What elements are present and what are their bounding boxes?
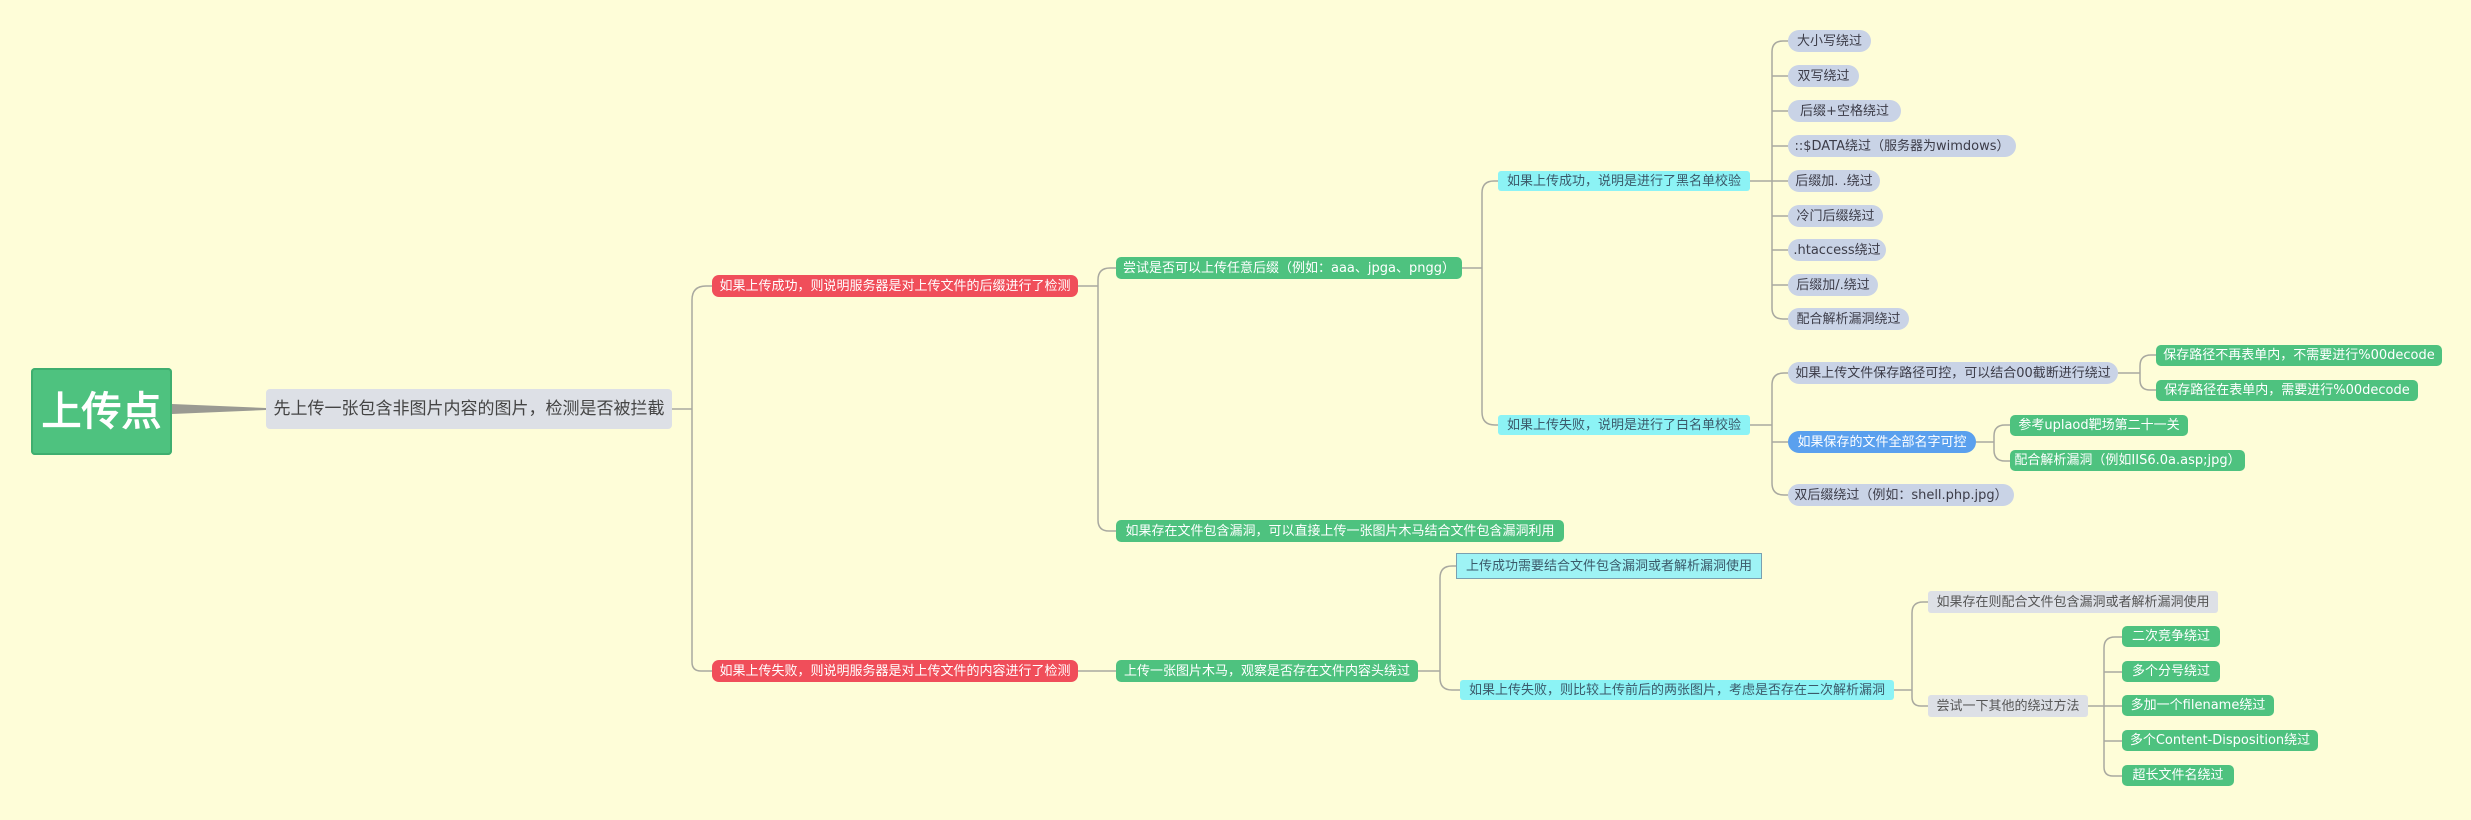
blacklist-method-pill[interactable]: 双写绕过 — [1788, 65, 1859, 87]
compare-images-node[interactable]: 如果上传失败，则比较上传前后的两张图片，考虑是否存在二次解析漏洞 — [1460, 680, 1894, 700]
other-method-node[interactable]: 多个Content-Disposition绕过 — [2122, 730, 2318, 751]
blacklist-check-node[interactable]: 如果上传成功，说明是进行了黑名单校验 — [1498, 171, 1750, 191]
path-not-in-form-node[interactable]: 保存路径不再表单内，不需要进行%00decode — [2156, 345, 2442, 366]
file-include-exploit-node[interactable]: 如果存在文件包含漏洞，可以直接上传一张图片木马结合文件包含漏洞利用 — [1116, 520, 1564, 542]
other-method-node[interactable]: 多加一个filename绕过 — [2122, 695, 2274, 716]
try-any-suffix-node[interactable]: 尝试是否可以上传任意后缀（例如：aaa、jpga、pngg） — [1116, 257, 1462, 279]
upload-trojan-node[interactable]: 上传一张图片木马，观察是否存在文件内容头绕过 — [1116, 660, 1418, 682]
double-suffix-pill[interactable]: 双后缀绕过（例如：shell.php.jpg） — [1788, 484, 2014, 506]
path-in-form-node[interactable]: 保存路径在表单内，需要进行%00decode — [2156, 380, 2418, 401]
root-node[interactable]: 上传点 — [31, 368, 172, 455]
if-include-node[interactable]: 如果存在则配合文件包含漏洞或者解析漏洞使用 — [1928, 591, 2218, 613]
blacklist-method-pill[interactable]: ::$DATA绕过（服务器为wimdows） — [1788, 135, 2016, 157]
blacklist-method-pill[interactable]: 大小写绕过 — [1788, 30, 1871, 52]
blacklist-method-pill[interactable]: .htaccess绕过 — [1788, 239, 1886, 261]
ref-upload-labs-node[interactable]: 参考uplaod靶场第二十一关 — [2010, 415, 2188, 436]
blacklist-method-pill[interactable]: 后缀加. .绕过 — [1788, 170, 1880, 192]
whitelist-check-node[interactable]: 如果上传失败，说明是进行了白名单校验 — [1498, 415, 1750, 435]
branch-success-node[interactable]: 如果上传成功，则说明服务器是对上传文件的后缀进行了检测 — [712, 275, 1078, 297]
need-combine-node[interactable]: 上传成功需要结合文件包含漏洞或者解析漏洞使用 — [1456, 553, 1762, 579]
other-method-node[interactable]: 超长文件名绕过 — [2122, 765, 2234, 786]
path-controllable-pill[interactable]: 如果上传文件保存路径可控，可以结合00截断进行绕过 — [1788, 362, 2118, 384]
blacklist-method-pill[interactable]: 冷门后缀绕过 — [1788, 205, 1883, 227]
other-method-node[interactable]: 多个分号绕过 — [2122, 661, 2220, 682]
step1-node[interactable]: 先上传一张包含非图片内容的图片，检测是否被拦截 — [266, 389, 672, 429]
try-other-node[interactable]: 尝试一下其他的绕过方法 — [1928, 695, 2088, 717]
blacklist-method-pill[interactable]: 后缀+空格绕过 — [1788, 100, 1901, 122]
iis-parse-node[interactable]: 配合解析漏洞（例如IIS6.0a.asp;jpg） — [2010, 450, 2245, 471]
blacklist-method-pill[interactable]: 后缀加/.绕过 — [1788, 274, 1878, 296]
branch-fail-node[interactable]: 如果上传失败，则说明服务器是对上传文件的内容进行了检测 — [712, 660, 1078, 682]
blacklist-method-pill[interactable]: 配合解析漏洞绕过 — [1788, 308, 1909, 330]
other-method-node[interactable]: 二次竞争绕过 — [2122, 626, 2220, 647]
name-controllable-pill[interactable]: 如果保存的文件全部名字可控 — [1788, 431, 1976, 453]
